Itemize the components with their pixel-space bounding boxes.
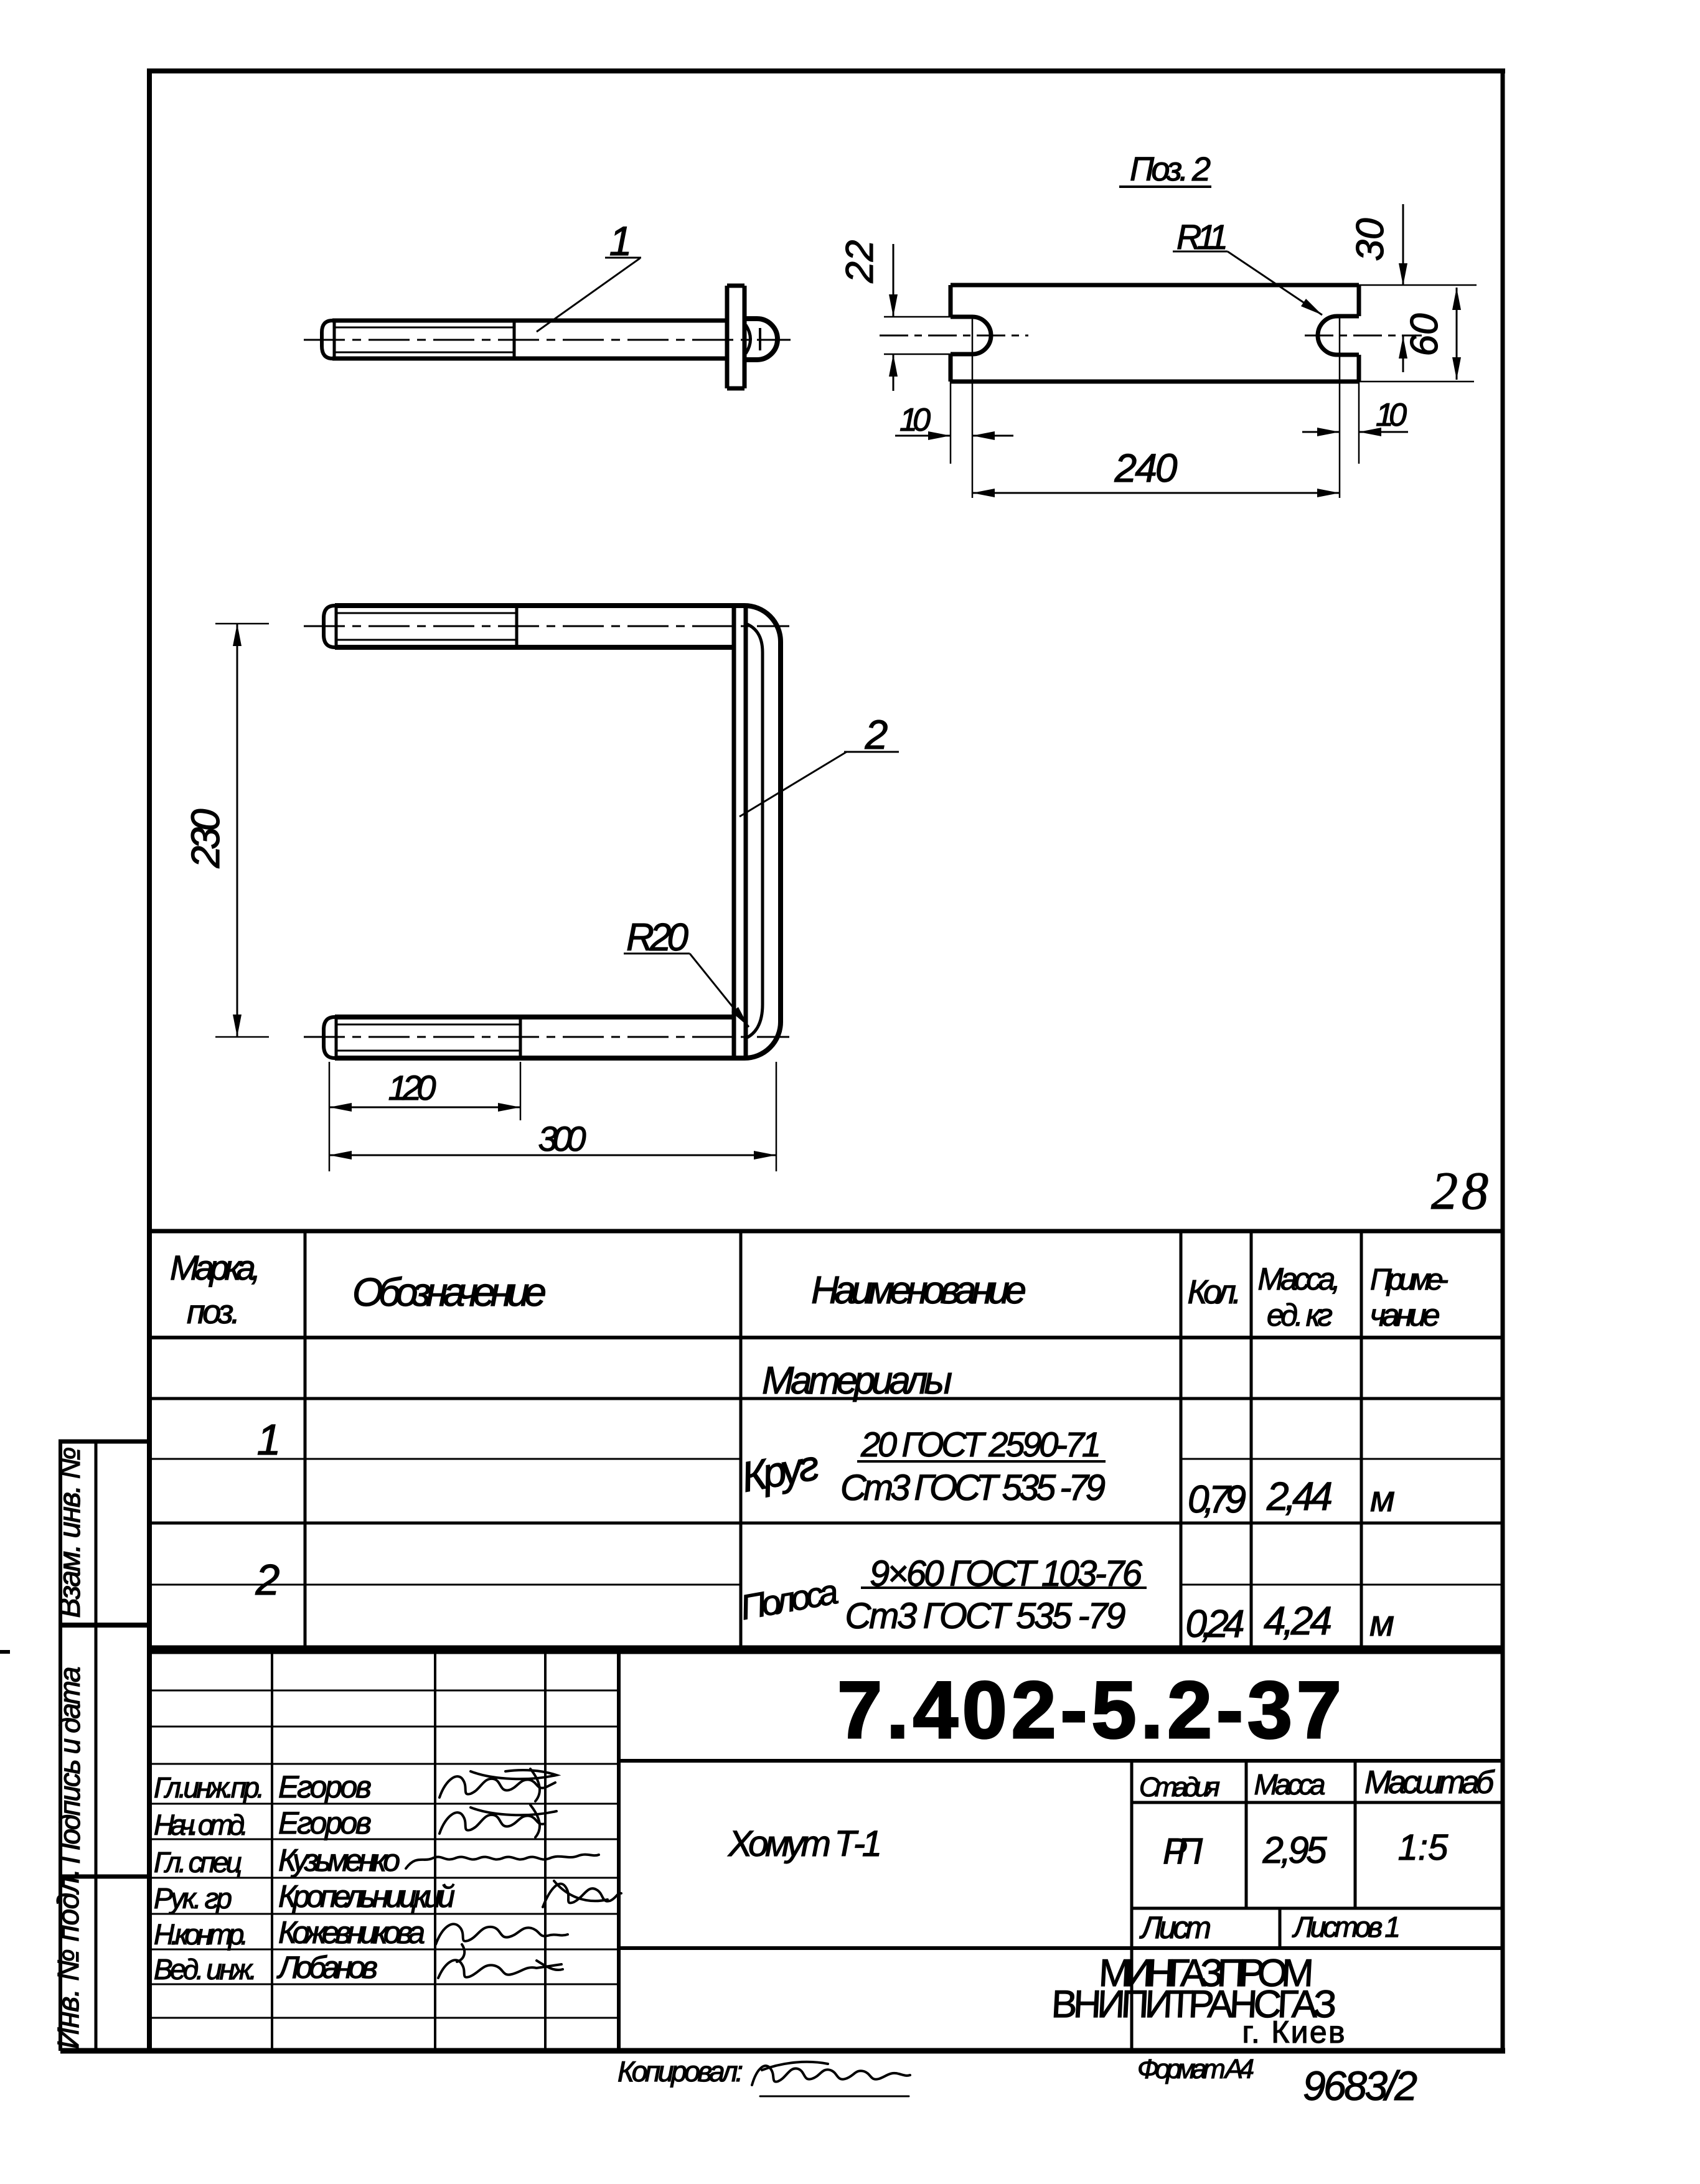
svg-text:Наименование: Наименование — [811, 1269, 1026, 1312]
svg-text:Егоров: Егоров — [278, 1806, 372, 1840]
svg-text:Обозначение: Обозначение — [352, 1270, 547, 1315]
svg-text:0,79: 0,79 — [1188, 1478, 1246, 1521]
svg-text:10: 10 — [1376, 397, 1407, 433]
svg-text:1: 1 — [257, 1415, 281, 1464]
svg-text:Кол.: Кол. — [1188, 1273, 1242, 1311]
svg-text:2,44: 2,44 — [1266, 1474, 1333, 1519]
svg-text:Масса: Масса — [1254, 1768, 1326, 1801]
svg-text:Вед. инж.: Вед. инж. — [154, 1953, 257, 1985]
svg-text:0,24: 0,24 — [1186, 1603, 1245, 1646]
svg-text:Материалы: Материалы — [762, 1359, 952, 1402]
svg-text:Копировал:: Копировал: — [618, 2055, 743, 2088]
svg-text:Кропельницкий: Кропельницкий — [278, 1879, 455, 1914]
svg-text:Егоров: Егоров — [278, 1769, 372, 1804]
svg-text:Рук. гр: Рук. гр — [154, 1882, 232, 1915]
svg-text:Хомут Т-1: Хомут Т-1 — [727, 1824, 882, 1864]
svg-text:поз.: поз. — [187, 1293, 240, 1331]
svg-text:Подпись и дата: Подпись и дата — [54, 1667, 86, 1864]
svg-text:2: 2 — [255, 1555, 280, 1604]
svg-text:230: 230 — [183, 808, 228, 868]
svg-text:Поз. 2: Поз. 2 — [1130, 151, 1211, 188]
svg-text:300: 300 — [538, 1119, 586, 1158]
svg-text:7.402-5.2-37: 7.402-5.2-37 — [837, 1664, 1341, 1755]
svg-text:ед. кг: ед. кг — [1267, 1298, 1333, 1333]
svg-text:9683/2: 9683/2 — [1303, 2063, 1417, 2109]
svg-text:Взам. инв. №: Взам. инв. № — [54, 1447, 87, 1618]
svg-text:Кузьменко: Кузьменко — [278, 1843, 400, 1878]
svg-text:чание: чание — [1370, 1298, 1440, 1333]
svg-text:4,24: 4,24 — [1264, 1598, 1332, 1643]
svg-text:1: 1 — [609, 218, 632, 264]
svg-text:Масса,: Масса, — [1258, 1262, 1341, 1296]
svg-text:20 ГОСТ 2590-71: 20 ГОСТ 2590-71 — [860, 1425, 1101, 1464]
svg-text:Кожевникова: Кожевникова — [278, 1915, 425, 1950]
svg-text:240: 240 — [1114, 446, 1178, 490]
svg-text:30: 30 — [1349, 218, 1392, 261]
svg-text:10: 10 — [899, 402, 931, 438]
svg-text:R20: R20 — [626, 916, 688, 959]
svg-text:Лобанов: Лобанов — [276, 1950, 378, 1985]
svg-text:Стадия: Стадия — [1139, 1772, 1220, 1802]
svg-text:Масштаб: Масштаб — [1364, 1765, 1495, 1801]
svg-text:Формат А4: Формат А4 — [1137, 2054, 1254, 2084]
svg-text:Гл.инж.пр.: Гл.инж.пр. — [154, 1771, 265, 1804]
svg-text:МИНГАЗПРОМ: МИНГАЗПРОМ — [1098, 1952, 1315, 1995]
svg-text:Ст3 ГОСТ 535 -79: Ст3 ГОСТ 535 -79 — [840, 1468, 1106, 1508]
svg-text:м: м — [1369, 1603, 1394, 1644]
svg-text:ВНИПИТРАНСГАЗ: ВНИПИТРАНСГАЗ — [1050, 1983, 1338, 2026]
svg-text:22: 22 — [838, 240, 881, 284]
svg-text:г. Киев: г. Киев — [1242, 2015, 1345, 2050]
svg-text:R11: R11 — [1176, 217, 1228, 256]
svg-text:Инв. № подл.: Инв. № подл. — [52, 1868, 85, 2049]
svg-text:60: 60 — [1403, 314, 1446, 357]
svg-text:Лист: Лист — [1139, 1910, 1211, 1945]
svg-text:Н.контр.: Н.контр. — [154, 1918, 248, 1951]
svg-text:Листов 1: Листов 1 — [1292, 1911, 1401, 1943]
svg-text:Приме-: Приме- — [1370, 1263, 1449, 1296]
svg-text:РП: РП — [1163, 1831, 1203, 1872]
svg-text:Ст3 ГОСТ 535 -79: Ст3 ГОСТ 535 -79 — [845, 1596, 1126, 1636]
svg-text:Круг: Круг — [738, 1441, 822, 1501]
svg-text:Марка,: Марка, — [170, 1248, 261, 1287]
svg-text:2,95: 2,95 — [1262, 1829, 1328, 1871]
svg-text:1:5: 1:5 — [1398, 1827, 1449, 1868]
svg-text:120: 120 — [388, 1068, 436, 1107]
svg-text:28: 28 — [1431, 1161, 1488, 1221]
svg-text:2: 2 — [865, 711, 888, 757]
svg-text:Полоса: Полоса — [738, 1572, 842, 1627]
svg-text:Нач. отд.: Нач. отд. — [154, 1809, 248, 1841]
svg-text:Гл. спец: Гл. спец — [154, 1846, 242, 1878]
svg-text:м: м — [1370, 1479, 1395, 1519]
